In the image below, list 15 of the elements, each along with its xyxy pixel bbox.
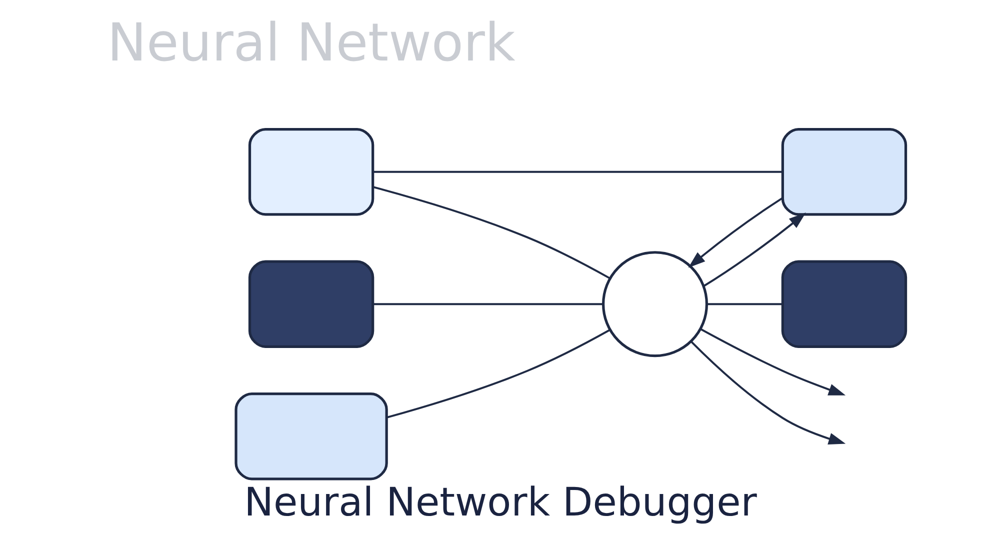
arrow [702, 212, 806, 287]
connector [372, 170, 782, 173]
connector [706, 303, 782, 306]
arrow [700, 328, 846, 396]
node-box [248, 260, 374, 348]
connector [372, 303, 603, 306]
connector [386, 329, 610, 418]
arrow [688, 197, 783, 268]
arrow [690, 340, 846, 445]
node-box [780, 128, 907, 216]
diagram-title: Neural Network Debugger [244, 480, 756, 526]
node-box [234, 392, 388, 480]
node-box [780, 260, 907, 348]
connector [372, 186, 610, 280]
node-box [248, 128, 374, 216]
